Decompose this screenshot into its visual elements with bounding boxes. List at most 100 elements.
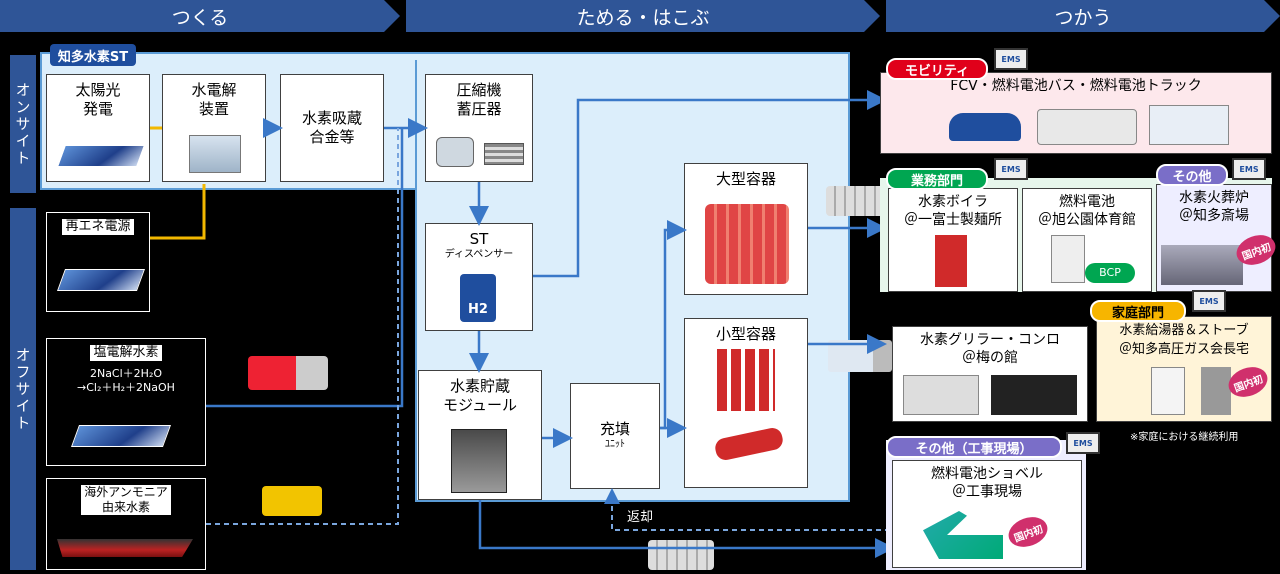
ems-label-business: EMS xyxy=(1001,164,1021,174)
household-tag-label: 家庭部門 xyxy=(1111,305,1164,321)
business-tag-label: 業務部門 xyxy=(910,173,963,189)
shovel-box: 燃料電池ショベル ＠工事現場 xyxy=(892,460,1082,568)
phase-tsukuru-label: つくる xyxy=(171,6,229,29)
st-dispenser-box: ST ディスペンサー H2 xyxy=(425,223,533,331)
griller-label: 水素グリラー・コンロ ＠梅の館 xyxy=(920,332,1060,367)
side-offsite: オフサイト xyxy=(10,208,36,570)
ems-icon-household: EMS xyxy=(1192,290,1226,312)
solar-box: 太陽光 発電 xyxy=(46,74,150,182)
small-cylinders-icon xyxy=(717,349,775,411)
business-tag: 業務部門 xyxy=(886,168,988,190)
small-container-box: 小型容器 xyxy=(684,318,808,488)
side-onsite-label: オンサイト xyxy=(13,81,32,167)
salt-electrolysis-box: 塩電解水素 2NaCl＋2H₂O →Cl₂＋H₂＋2NaOH xyxy=(46,338,206,466)
fc-truck-icon xyxy=(1149,105,1229,145)
st-sub: ディスペンサー xyxy=(444,248,514,260)
fc-bus-icon xyxy=(1037,109,1137,145)
filling-title: 充填 xyxy=(599,420,630,439)
heater-stove-icon xyxy=(1201,367,1231,415)
domestic-first-2: 国内初 xyxy=(1232,373,1265,395)
bottom-trailer-icon xyxy=(648,540,714,570)
ship-icon xyxy=(57,539,193,557)
ems-icon-mobility: EMS xyxy=(994,48,1028,70)
other-tag-label: その他 xyxy=(1172,169,1212,185)
storage-alloy-label: 水素吸蔵 合金等 xyxy=(301,109,362,146)
construction-tag: その他（工事現場） xyxy=(886,436,1062,458)
water-heater-label: 水素給湯器＆ストーブ ＠知多高圧ガス会長宅 xyxy=(1118,323,1249,357)
large-container-box: 大型容器 xyxy=(684,163,808,295)
mobility-tag-label: モビリティ xyxy=(904,63,970,79)
water-heater-icon xyxy=(1151,367,1185,415)
red-truck-icon xyxy=(248,356,328,390)
onsite-station-tag-label: 知多水素ST xyxy=(57,49,129,65)
dispenser-icon: H2 xyxy=(460,274,496,322)
electrolyzer-icon xyxy=(189,135,241,173)
mobility-text: FCV・燃料電池バス・燃料電池トラック xyxy=(950,78,1202,94)
other-tag: その他 xyxy=(1156,164,1228,186)
h2-label: H2 xyxy=(468,301,488,317)
renewable-label: 再エネ電源 xyxy=(62,219,134,236)
salt-formula: 2NaCl＋2H₂O →Cl₂＋H₂＋2NaOH xyxy=(77,367,175,394)
side-offsite-label: オフサイト xyxy=(13,346,32,432)
salt-title: 塩電解水素 xyxy=(90,345,162,362)
domestic-first-3: 国内初 xyxy=(1012,523,1045,545)
griller-box: 水素グリラー・コンロ ＠梅の館 xyxy=(892,326,1088,422)
electrolysis-box: 水電解 装置 xyxy=(162,74,266,182)
compressor-icon xyxy=(436,137,474,167)
crematorium-building-icon xyxy=(1161,245,1243,285)
ammonia-label: 海外アンモニア 由来水素 xyxy=(81,485,171,515)
boiler-icon xyxy=(935,235,967,287)
ems-icon-business: EMS xyxy=(994,158,1028,180)
storage-alloy-box: 水素吸蔵 合金等 xyxy=(280,74,384,182)
phase-tsukau: つかう xyxy=(886,0,1280,32)
accumulator-icon xyxy=(484,143,524,165)
electrolysis-label: 水電解 装置 xyxy=(191,81,237,118)
ems-label-mobility: EMS xyxy=(1001,54,1021,64)
mobility-box: FCV・燃料電池バス・燃料電池トラック xyxy=(880,72,1272,154)
domestic-first-1: 国内初 xyxy=(1240,241,1273,263)
return-label: 返却 xyxy=(620,506,660,525)
fuelcell-box: 燃料電池 ＠旭公園体育館 BCP xyxy=(1022,188,1152,292)
cylinder-trailer-icon xyxy=(826,186,890,216)
filling-sub: ﾕﾆｯﾄ xyxy=(605,439,625,451)
storage-module-label: 水素貯蔵 モジュール xyxy=(443,377,517,414)
return-label-text: 返却 xyxy=(626,510,653,525)
bcp-label: BCP xyxy=(1099,265,1121,279)
side-onsite: オンサイト xyxy=(10,55,36,193)
household-tag: 家庭部門 xyxy=(1090,300,1186,322)
ems-label-construction: EMS xyxy=(1073,438,1093,448)
ammonia-box: 海外アンモニア 由来水素 xyxy=(46,478,206,570)
boiler-box: 水素ボイラ ＠一富士製麺所 xyxy=(888,188,1018,292)
onsite-station-tag: 知多水素ST xyxy=(50,44,136,66)
phase-tameru-label: ためる・はこぶ xyxy=(576,6,710,29)
bcp-badge: BCP xyxy=(1085,263,1135,283)
ems-icon-other: EMS xyxy=(1232,158,1266,180)
large-cylinder-bundle-icon xyxy=(705,204,789,284)
construction-tag-label: その他（工事現場） xyxy=(915,441,1033,457)
crematorium-label: 水素火葬炉 ＠知多斎場 xyxy=(1179,190,1249,225)
compressor-box: 圧縮機 蓄圧器 xyxy=(425,74,533,182)
fuelcell-label: 燃料電池 ＠旭公園体育館 xyxy=(1038,194,1136,229)
storage-module-box: 水素貯蔵 モジュール xyxy=(418,370,542,500)
solar-label: 太陽光 発電 xyxy=(75,81,121,118)
shovel-label: 燃料電池ショベル ＠工事現場 xyxy=(931,466,1043,501)
large-container-label: 大型容器 xyxy=(715,170,776,188)
fcv-car-icon xyxy=(949,113,1021,141)
phase-tsukau-label: つかう xyxy=(1054,6,1112,29)
household-note: ※家庭における継続利用 xyxy=(1130,428,1275,443)
phase-tameru: ためる・はこぶ xyxy=(406,0,880,32)
small-container-label: 小型容器 xyxy=(715,325,776,343)
yellow-truck-icon xyxy=(262,486,322,516)
phase-tsukuru: つくる xyxy=(0,0,400,32)
ems-label-other: EMS xyxy=(1239,164,1259,174)
module-cabinet-icon xyxy=(451,429,507,493)
household-note-text: ※家庭における継続利用 xyxy=(1130,432,1239,443)
ems-icon-construction: EMS xyxy=(1066,432,1100,454)
ems-label-household: EMS xyxy=(1199,296,1219,306)
renewable-source-box: 再エネ電源 xyxy=(46,212,150,312)
mobility-tag: モビリティ xyxy=(886,58,988,80)
excavator-icon xyxy=(923,511,1003,559)
compressor-label: 圧縮機 蓄圧器 xyxy=(456,81,502,118)
fuelcell-unit-icon xyxy=(1051,235,1085,283)
griller-icon xyxy=(903,375,979,415)
